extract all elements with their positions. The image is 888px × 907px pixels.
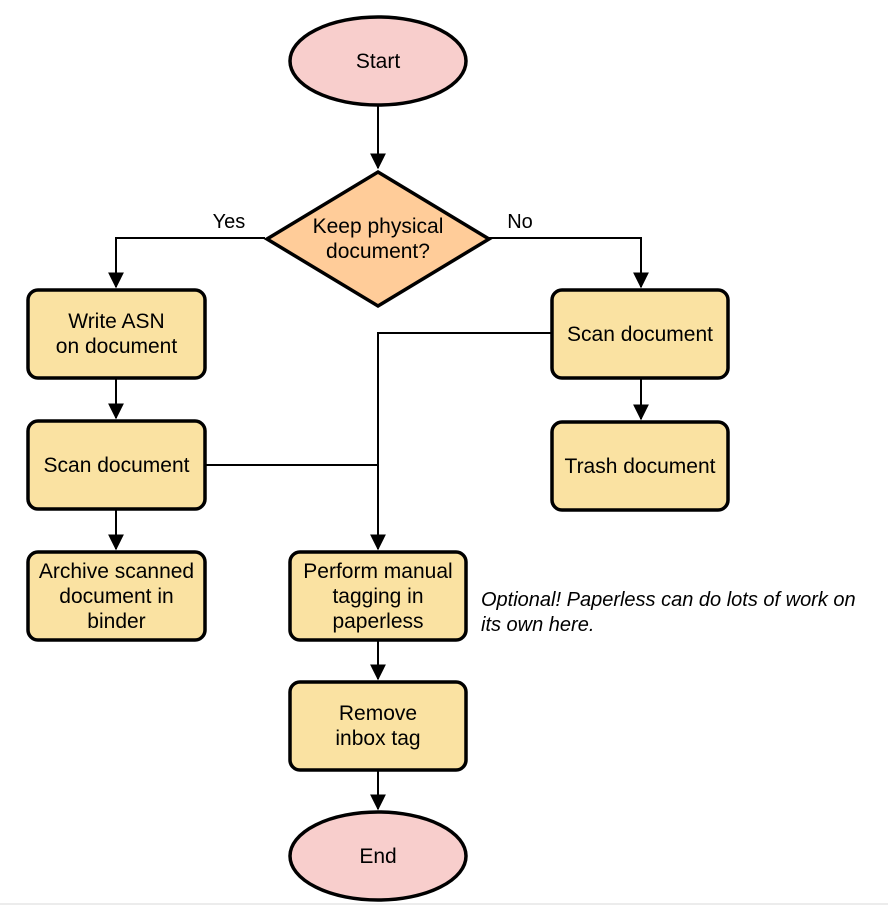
- node-end-shape: [288, 810, 468, 902]
- node-tagging-shape: [288, 550, 468, 642]
- node-scan-left-shape: [26, 419, 207, 511]
- node-scan-right-shape: [550, 288, 730, 380]
- node-remove-inbox-shape: [288, 680, 468, 772]
- node-write-asn-shape: [26, 288, 207, 380]
- edge-scan-right-to-tagging: [370, 332, 552, 551]
- edge-label-yes: Yes: [212, 211, 246, 233]
- edge-label-no: No: [507, 211, 533, 233]
- edge-decision-yes-to-write-asn: [108, 237, 265, 289]
- node-decision-shape: [263, 169, 493, 309]
- node-start-shape: [288, 15, 468, 107]
- node-archive-shape: [26, 550, 207, 642]
- page-bottom-divider: [0, 903, 888, 905]
- edge-decision-no-to-scan-right: [489, 237, 649, 289]
- optional-annotation: Optional! Paperless can do lots of work …: [481, 589, 856, 636]
- node-trash-shape: [550, 420, 730, 512]
